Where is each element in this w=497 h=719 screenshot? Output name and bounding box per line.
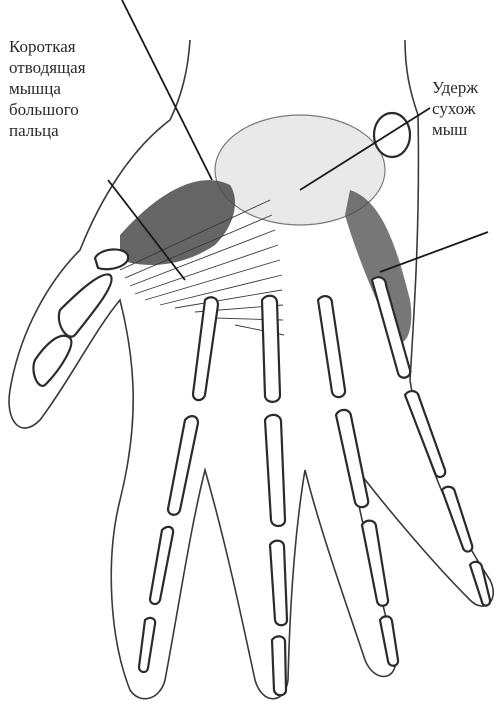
little-finger-bones	[372, 277, 490, 605]
label-line: мыш	[432, 119, 478, 140]
index-finger-bones	[139, 297, 218, 672]
label-line: сухож	[432, 98, 478, 119]
forearm-outline-left	[170, 40, 190, 120]
label-line: большого	[9, 99, 86, 120]
dorsal-interosseous-muscle	[345, 190, 411, 343]
ring-finger-bones	[318, 296, 398, 666]
thumb-bones	[33, 249, 128, 385]
forearm-outline-right	[405, 40, 418, 115]
ulna-head	[374, 113, 410, 157]
label-line: Короткая	[9, 36, 86, 57]
middle-finger-bones	[262, 296, 287, 696]
label-line: мышца	[9, 78, 86, 99]
label-abductor-pollicis-brevis: Короткая отводящая мышца большого пальца	[9, 36, 86, 141]
label-line: Удерж	[432, 77, 478, 98]
label-extensor-retinaculum: Удерж сухож мыш	[432, 77, 478, 140]
label-line: пальца	[9, 120, 86, 141]
label-line: отводящая	[9, 57, 86, 78]
